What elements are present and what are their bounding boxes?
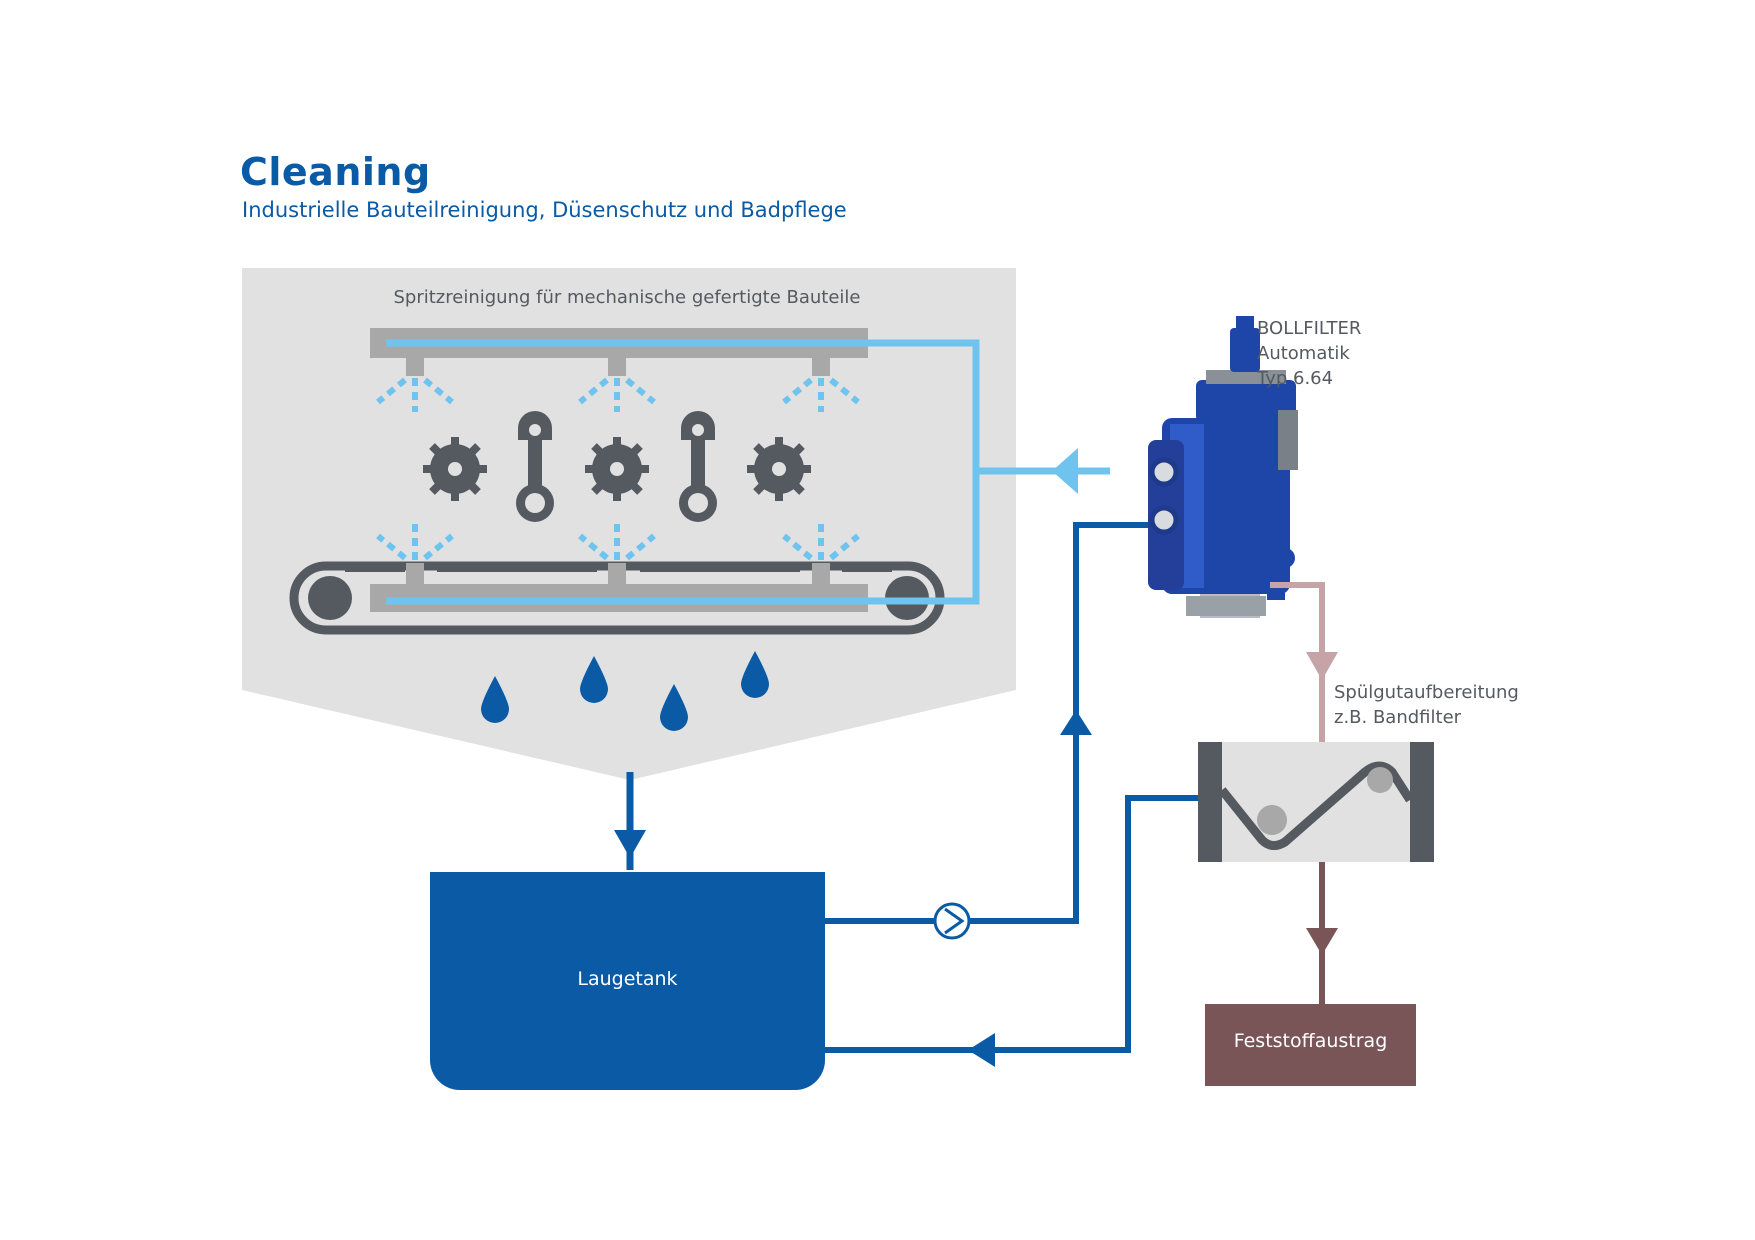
feed-arrow (1060, 710, 1092, 735)
spray-supply-line (386, 339, 1110, 605)
gear-icon (585, 437, 649, 501)
tank-label: Laugetank (577, 968, 678, 990)
gear-icon (423, 437, 487, 501)
conveyor-roller-left (308, 576, 352, 620)
rinse-treatment-line2: z.B. Bandfilter (1334, 707, 1462, 728)
bollfilter-unit (1148, 316, 1298, 618)
solids-box (1205, 1004, 1416, 1086)
water-drops (481, 651, 769, 731)
filter-label: BOLLFILTER Automatik Typ 6.64 (1257, 316, 1361, 391)
spray-jets-lower (376, 520, 860, 561)
spray-chamber-label: Spritzreinigung für mechanische gefertig… (393, 287, 861, 308)
page-title: Cleaning (240, 150, 431, 194)
flush-arrow (1306, 652, 1338, 680)
upper-nozzles (406, 356, 830, 376)
filter-label-line1: BOLLFILTER (1257, 318, 1362, 339)
pump-arrow-icon (944, 907, 965, 935)
connecting-rod-icon (679, 411, 717, 522)
rinse-treatment-line1: Spülgutaufbereitung (1334, 682, 1519, 703)
pump-icon (933, 902, 971, 940)
spray-jets-upper (376, 377, 860, 412)
flush-line (1270, 582, 1325, 745)
belt-support (345, 564, 892, 572)
solids-arrow (1306, 928, 1338, 955)
drain-arrow (614, 830, 646, 858)
spray-supply-arrow (1052, 448, 1078, 494)
page-subtitle: Industrielle Bauteilreinigung, Düsenschu… (242, 198, 847, 222)
gear-icon (747, 437, 811, 501)
connecting-rod-icon (516, 411, 554, 522)
band-filter (1198, 742, 1434, 862)
lower-nozzles (406, 563, 830, 587)
solids-label: Feststoffaustrag (1233, 1030, 1388, 1052)
tank (430, 872, 825, 1090)
return-arrow (968, 1033, 995, 1067)
rinse-treatment-label: Spülgutaufbereitung z.B. Bandfilter (1334, 680, 1519, 730)
filter-label-line2: Automatik (1257, 343, 1350, 364)
filter-label-line3: Typ 6.64 (1257, 368, 1334, 389)
